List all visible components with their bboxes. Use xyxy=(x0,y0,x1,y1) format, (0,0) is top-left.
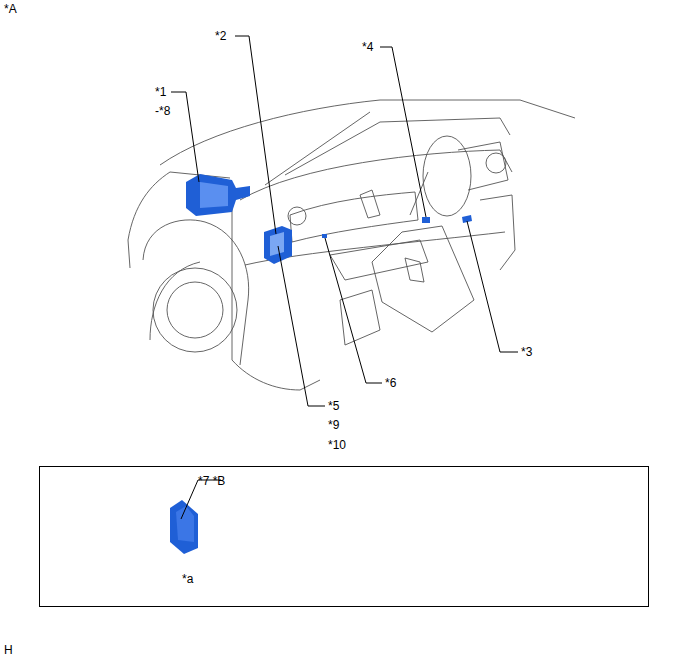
callout-number: *4 xyxy=(362,40,373,54)
callout-number: *5 xyxy=(328,399,339,413)
callout-label: *7 *B xyxy=(198,474,225,488)
callout-number: -*8 xyxy=(155,104,170,118)
callout-number: H xyxy=(4,643,13,657)
callout-number: *10 xyxy=(328,438,346,452)
component-parts xyxy=(170,174,472,554)
callout-number: *6 xyxy=(385,376,396,390)
callout-number: *A xyxy=(4,2,17,16)
callout-number: *3 xyxy=(521,345,532,359)
callout-number: *2 xyxy=(215,29,226,43)
inset-box: *7 *B *a xyxy=(39,466,649,607)
vehicle-outline xyxy=(128,100,575,390)
callout-label: *a xyxy=(182,572,193,586)
leader-lines xyxy=(171,36,518,519)
callout-number: *9 xyxy=(328,418,339,432)
callout-number: *1 xyxy=(155,85,166,99)
